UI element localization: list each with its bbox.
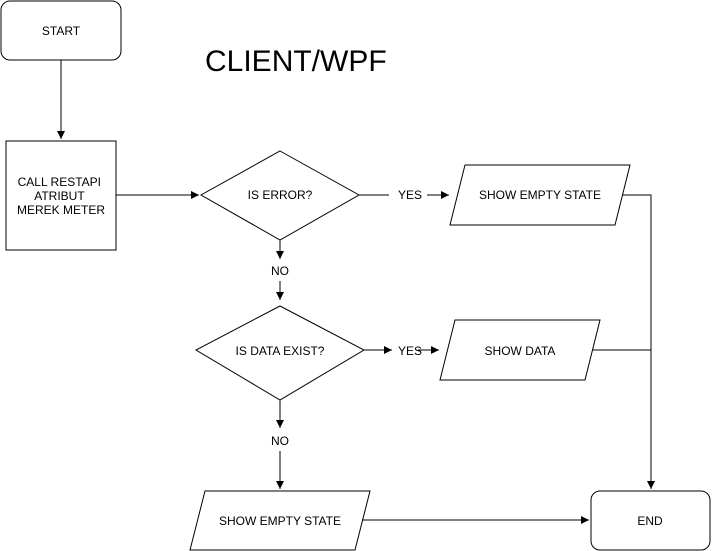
is-data-exist-label: IS DATA EXIST? <box>236 344 325 358</box>
start-label: START <box>42 24 81 38</box>
edge-label-exist-no: NO <box>271 434 289 448</box>
show-empty-state-top-label: SHOW EMPTY STATE <box>479 188 601 202</box>
end-label: END <box>637 514 663 528</box>
call-api-label-line-1: CALL RESTAPI <box>18 175 101 189</box>
start-node: START <box>0 0 122 61</box>
show-empty-state-bottom-label: SHOW EMPTY STATE <box>219 514 341 528</box>
call-api-label: CALL RESTAPI ATRIBUT MEREK METER <box>17 175 105 217</box>
edge-show-empty-state-top-to-end <box>622 194 655 489</box>
call-api-label-line-2: ATRIBUT <box>34 189 85 203</box>
edge-label-error-no: NO <box>271 264 289 278</box>
edge-label-error-yes: YES <box>398 188 422 202</box>
end-node: END <box>590 490 711 551</box>
show-data-label: SHOW DATA <box>485 344 556 358</box>
diagram-title: CLIENT/WPF <box>205 45 387 78</box>
is-error-label: IS ERROR? <box>248 188 313 202</box>
show-empty-state-bottom-node: SHOW EMPTY STATE <box>189 490 371 551</box>
show-data-node: SHOW DATA <box>439 319 601 381</box>
is-data-exist-decision: IS DATA EXIST? <box>194 305 366 401</box>
is-error-decision: IS ERROR? <box>199 150 361 241</box>
show-empty-state-top-node: SHOW EMPTY STATE <box>449 164 631 226</box>
call-api-label-line-3: MEREK METER <box>17 203 105 217</box>
call-api-node: CALL RESTAPI ATRIBUT MEREK METER <box>5 140 117 251</box>
edge-label-exist-yes: YES <box>398 344 422 358</box>
